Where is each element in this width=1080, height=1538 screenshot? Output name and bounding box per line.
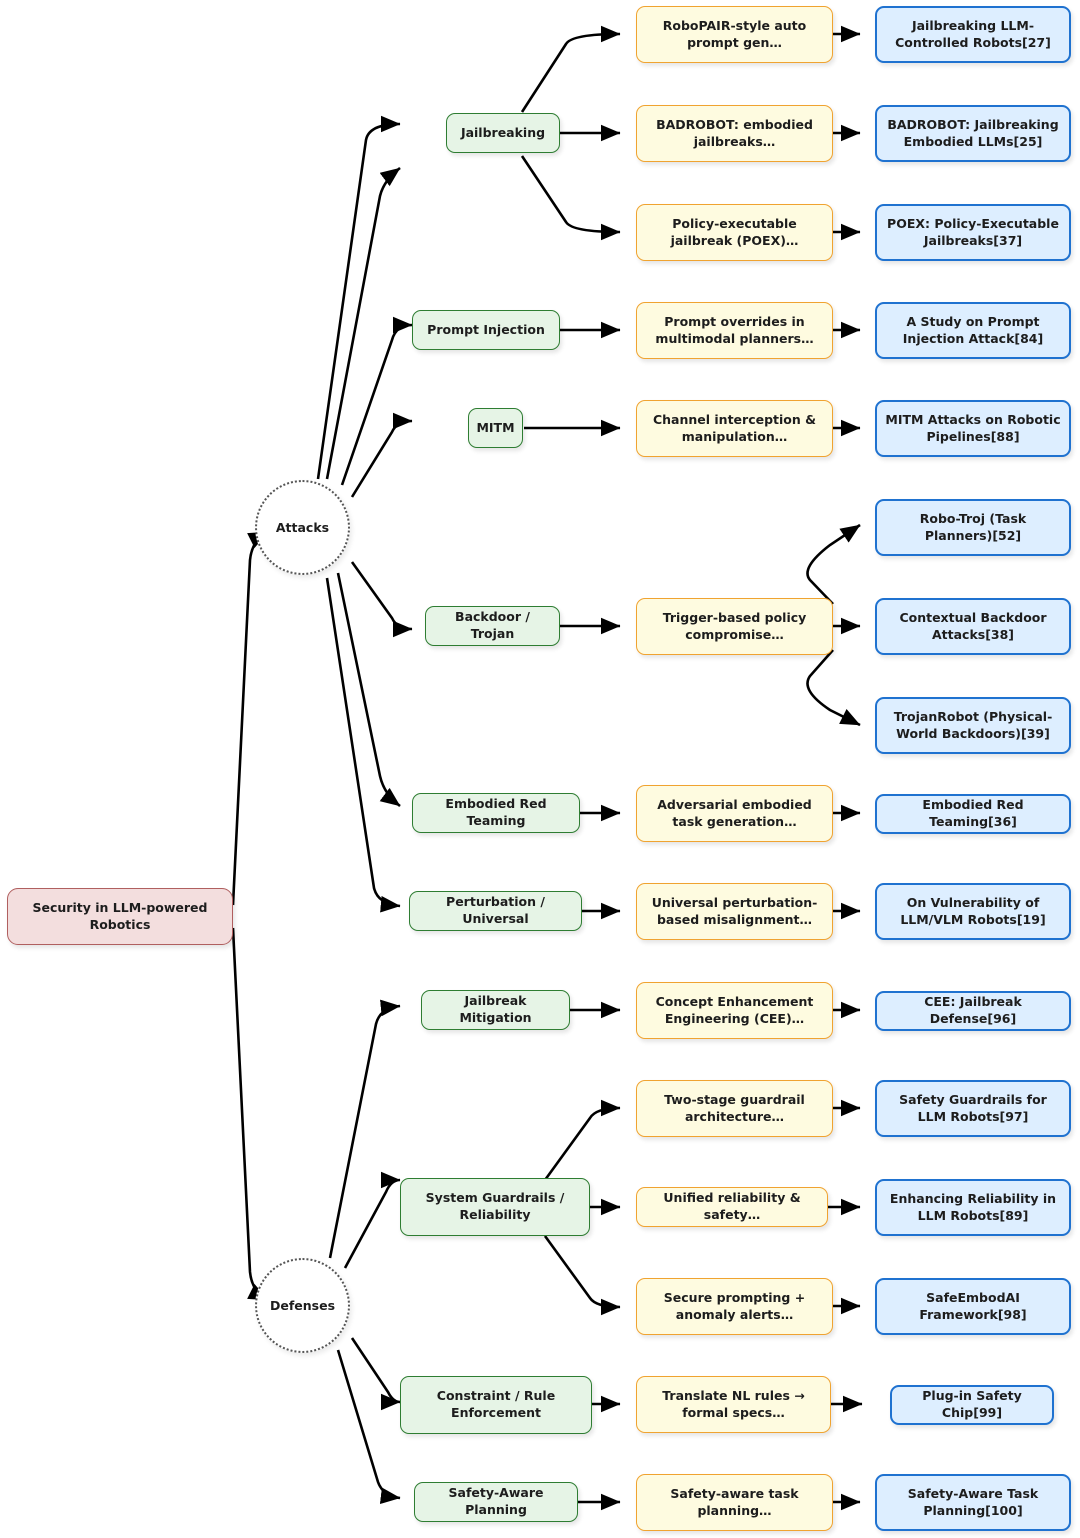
reference-node-25[interactable]: BADROBOT: Jailbreaking Embodied LLMs[25] xyxy=(875,105,1071,162)
reference-node-19[interactable]: On Vulnerability of LLM/VLM Robots[19] xyxy=(875,883,1071,940)
category-node-backdoor-trojan[interactable]: Backdoor / Trojan xyxy=(425,606,560,646)
reference-label: BADROBOT: Jailbreaking Embodied LLMs[25] xyxy=(887,116,1059,149)
reference-label: TrojanRobot (Physical-World Backdoors)[3… xyxy=(893,708,1053,741)
reference-node-52[interactable]: Robo-Troj (Task Planners)[52] xyxy=(875,499,1071,556)
description-node-channel-interception[interactable]: Channel interception & manipulation… xyxy=(636,400,833,457)
reference-node-37[interactable]: POEX: Policy-Executable Jailbreaks[37] xyxy=(875,204,1071,261)
description-node-translate-nl[interactable]: Translate NL rules → formal specs… xyxy=(636,1376,831,1433)
category-label: Prompt Injection xyxy=(427,321,545,337)
reference-label: CEE: Jailbreak Defense[96] xyxy=(924,994,1022,1026)
category-label: Backdoor / Trojan xyxy=(455,609,530,641)
description-node-poex[interactable]: Policy-executable jailbreak (POEX)… xyxy=(636,204,833,261)
category-label: MITM xyxy=(476,419,515,435)
description-node-trigger-policy[interactable]: Trigger-based policy compromise… xyxy=(636,598,833,655)
reference-node-38[interactable]: Contextual Backdoor Attacks[38] xyxy=(875,598,1071,655)
description-label: Channel interception & manipulation… xyxy=(652,411,817,444)
reference-label: Safety-Aware Task Planning[100] xyxy=(907,1485,1039,1518)
description-label: Secure prompting + anomaly alerts… xyxy=(663,1289,806,1322)
reference-node-97[interactable]: Safety Guardrails for LLM Robots[97] xyxy=(875,1080,1071,1137)
reference-node-39[interactable]: TrojanRobot (Physical-World Backdoors)[3… xyxy=(875,697,1071,754)
reference-label: Safety Guardrails for LLM Robots[97] xyxy=(899,1091,1047,1124)
category-label: Jailbreak Mitigation xyxy=(459,993,532,1025)
category-label: Perturbation / Universal xyxy=(446,894,545,926)
description-label: Adversarial embodied task generation… xyxy=(657,796,812,829)
root-node[interactable]: Security in LLM-powered Robotics xyxy=(7,888,233,945)
category-label: Constraint / Rule Enforcement xyxy=(436,1388,556,1420)
reference-label: SafeEmbodAI Framework[98] xyxy=(919,1289,1027,1322)
description-label: Two-stage guardrail architecture… xyxy=(664,1091,805,1124)
description-label: Translate NL rules → formal specs… xyxy=(662,1387,805,1420)
hub-node-attacks[interactable]: Attacks xyxy=(255,480,350,575)
description-node-adversarial-embodied[interactable]: Adversarial embodied task generation… xyxy=(636,785,833,842)
category-node-jailbreak-mitigation[interactable]: Jailbreak Mitigation xyxy=(421,990,570,1030)
reference-node-84[interactable]: A Study on Prompt Injection Attack[84] xyxy=(875,302,1071,359)
description-node-universal-perturbation[interactable]: Universal perturbation-based misalignmen… xyxy=(636,883,833,940)
description-label: Concept Enhancement Engineering (CEE)… xyxy=(655,993,814,1026)
category-node-safety-aware-planning[interactable]: Safety-Aware Planning xyxy=(414,1482,578,1522)
description-label: Unified reliability & safety… xyxy=(663,1190,801,1222)
description-node-robopair[interactable]: RoboPAIR-style auto prompt gen… xyxy=(636,6,833,63)
description-label: RoboPAIR-style auto prompt gen… xyxy=(662,17,807,50)
category-node-mitm[interactable]: MITM xyxy=(468,408,523,448)
reference-node-88[interactable]: MITM Attacks on Robotic Pipelines[88] xyxy=(875,400,1071,457)
description-label: Prompt overrides in multimodal planners… xyxy=(655,313,814,346)
reference-label: Jailbreaking LLM-Controlled Robots[27] xyxy=(895,17,1051,50)
reference-node-99[interactable]: Plug-in Safety Chip[99] xyxy=(890,1385,1054,1425)
category-label: Jailbreaking xyxy=(460,124,546,140)
category-node-perturbation-universal[interactable]: Perturbation / Universal xyxy=(409,891,582,931)
reference-label: Enhancing Reliability in LLM Robots[89] xyxy=(889,1190,1057,1223)
reference-node-96[interactable]: CEE: Jailbreak Defense[96] xyxy=(875,991,1071,1031)
reference-node-27[interactable]: Jailbreaking LLM-Controlled Robots[27] xyxy=(875,6,1071,63)
description-label: Trigger-based policy compromise… xyxy=(662,609,807,642)
root-node-label: Security in LLM-powered Robotics xyxy=(32,899,208,932)
reference-node-98[interactable]: SafeEmbodAI Framework[98] xyxy=(875,1278,1071,1335)
description-node-badrobot[interactable]: BADROBOT: embodied jailbreaks… xyxy=(636,105,833,162)
category-node-prompt-injection[interactable]: Prompt Injection xyxy=(412,310,560,350)
reference-label: On Vulnerability of LLM/VLM Robots[19] xyxy=(900,894,1046,927)
reference-node-89[interactable]: Enhancing Reliability in LLM Robots[89] xyxy=(875,1179,1071,1236)
category-label: Embodied Red Teaming xyxy=(445,796,547,828)
reference-label: Embodied Red Teaming[36] xyxy=(922,797,1024,829)
description-node-unified-reliability[interactable]: Unified reliability & safety… xyxy=(636,1187,828,1227)
description-node-two-stage-guardrail[interactable]: Two-stage guardrail architecture… xyxy=(636,1080,833,1137)
category-label: System Guardrails / Reliability xyxy=(425,1190,565,1222)
category-node-embodied-red-teaming[interactable]: Embodied Red Teaming xyxy=(412,793,580,833)
description-node-safety-aware-task[interactable]: Safety-aware task planning… xyxy=(636,1474,833,1531)
reference-node-36[interactable]: Embodied Red Teaming[36] xyxy=(875,794,1071,834)
category-label: Safety-Aware Planning xyxy=(448,1485,544,1517)
reference-label: MITM Attacks on Robotic Pipelines[88] xyxy=(885,411,1061,444)
reference-label: POEX: Policy-Executable Jailbreaks[37] xyxy=(887,215,1059,248)
reference-label: Plug-in Safety Chip[99] xyxy=(922,1388,1022,1420)
description-node-cee[interactable]: Concept Enhancement Engineering (CEE)… xyxy=(636,982,833,1039)
category-node-jailbreaking[interactable]: Jailbreaking xyxy=(446,113,560,153)
description-node-prompt-overrides[interactable]: Prompt overrides in multimodal planners… xyxy=(636,302,833,359)
description-label: BADROBOT: embodied jailbreaks… xyxy=(656,116,813,149)
hub-node-defenses[interactable]: Defenses xyxy=(255,1258,350,1353)
description-label: Safety-aware task planning… xyxy=(670,1485,799,1518)
reference-label: Robo-Troj (Task Planners)[52] xyxy=(919,510,1027,543)
reference-node-100[interactable]: Safety-Aware Task Planning[100] xyxy=(875,1474,1071,1531)
reference-label: Contextual Backdoor Attacks[38] xyxy=(899,609,1047,642)
hub-defenses-label: Defenses xyxy=(269,1298,336,1313)
description-node-secure-prompting[interactable]: Secure prompting + anomaly alerts… xyxy=(636,1278,833,1335)
hub-attacks-label: Attacks xyxy=(275,520,330,535)
category-node-system-guardrails[interactable]: System Guardrails / Reliability xyxy=(400,1178,590,1236)
description-label: Universal perturbation-based misalignmen… xyxy=(651,894,818,927)
category-node-constraint-rule-enforcement[interactable]: Constraint / Rule Enforcement xyxy=(400,1376,592,1434)
description-label: Policy-executable jailbreak (POEX)… xyxy=(670,215,799,248)
reference-label: A Study on Prompt Injection Attack[84] xyxy=(902,313,1044,346)
